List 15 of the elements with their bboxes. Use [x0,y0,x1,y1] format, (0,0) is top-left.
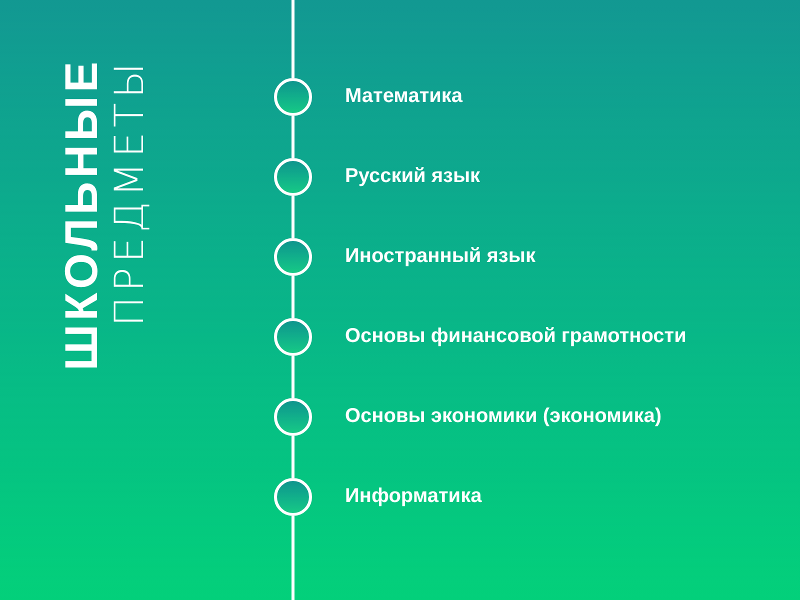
timeline-line [292,116,294,158]
subject-label: Информатика [345,486,482,506]
title: ШКОЛЬНЫЕ [58,58,104,371]
subject-label: Основы экономики (экономика) [345,406,662,426]
subject-label: Иностранный язык [345,246,536,266]
timeline-line [292,436,294,478]
timeline-line [292,276,294,318]
subtitle: ПРЕДМЕТЫ [110,58,150,326]
timeline-line [292,196,294,238]
subject-label: Основы финансовой грамотности [345,326,686,346]
subject-label: Математика [345,86,463,106]
timeline-line [292,0,294,78]
timeline-line [292,356,294,398]
subject-label: Русский язык [345,166,480,186]
timeline-line [292,516,294,600]
